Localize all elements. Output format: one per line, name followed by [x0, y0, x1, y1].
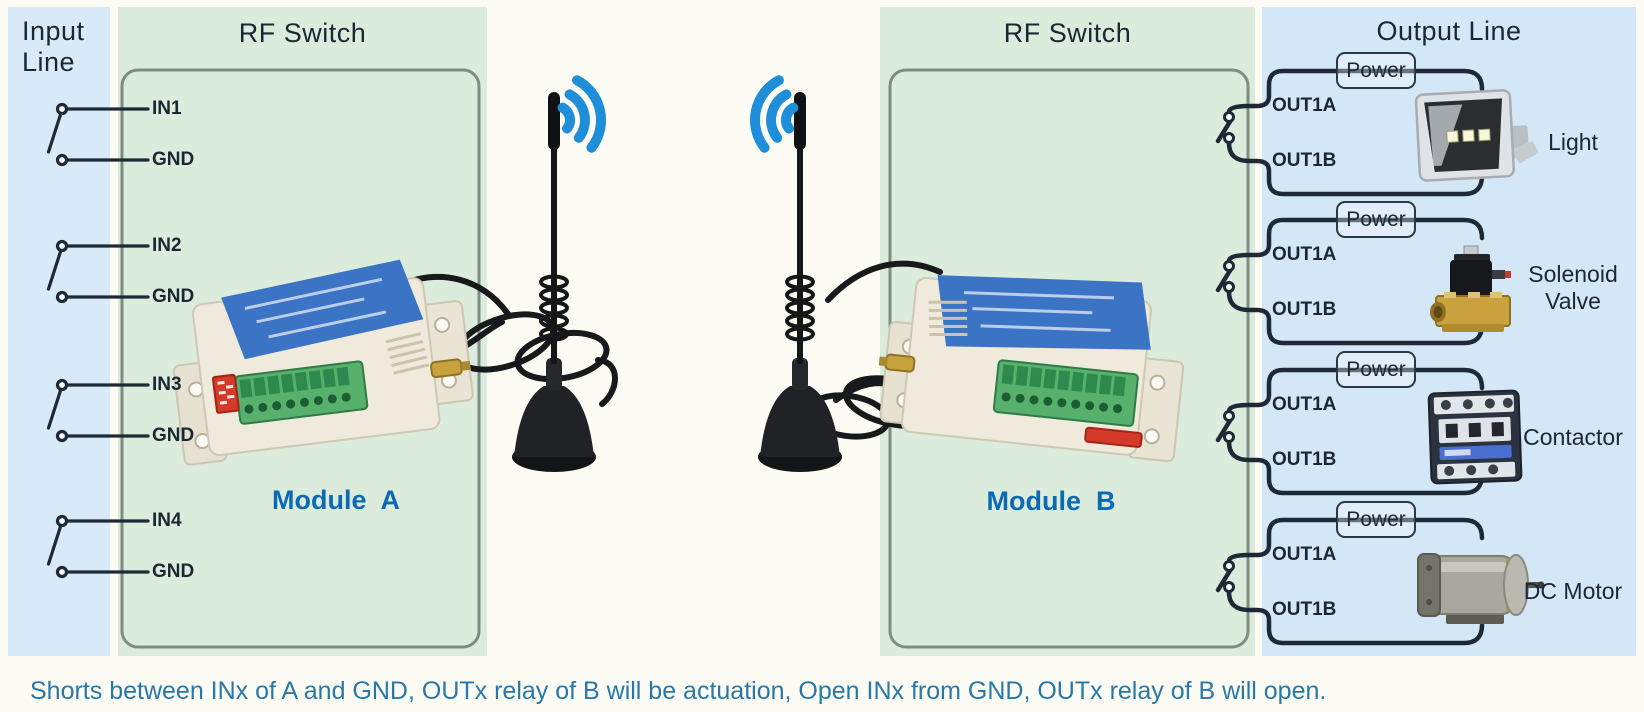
dc-motor-photo	[1417, 553, 1545, 624]
module-a-photo	[172, 259, 474, 466]
input-switch-symbols	[46, 102, 150, 579]
antenna-b-photo	[758, 92, 842, 472]
device-label-light: Light	[1548, 129, 1598, 155]
gnd1-label: GND	[152, 149, 195, 170]
out1b-label-3: OUT1B	[1272, 449, 1337, 470]
in4-label: IN4	[152, 510, 182, 531]
out1a-label-4: OUT1A	[1272, 544, 1337, 565]
output-loop-3	[1215, 367, 1485, 496]
module-b-photo	[878, 275, 1185, 463]
in2-label: IN2	[152, 235, 182, 256]
flood-light-photo	[1414, 89, 1539, 182]
input-line-title: Input Line	[22, 16, 85, 77]
output-line-title: Output Line	[1376, 16, 1522, 46]
power-box-3: Power	[1336, 351, 1416, 388]
out1b-label-2: OUT1B	[1272, 299, 1337, 320]
sma-connector-a	[430, 358, 463, 379]
in1-label: IN1	[152, 98, 182, 119]
device-label-solenoid-valve: Solenoid Valve	[1528, 261, 1618, 314]
sma-connector-b	[884, 353, 916, 373]
rf-switch-b-title: RF Switch	[1003, 18, 1132, 48]
radio-waves-icon-b	[750, 75, 799, 153]
power-box-2: Power	[1336, 201, 1416, 238]
module-b-label: Module B	[986, 486, 1116, 516]
solenoid-valve-photo	[1430, 245, 1511, 332]
device-label-contactor: Contactor	[1523, 424, 1623, 450]
gnd4-label: GND	[152, 561, 195, 582]
module-a-boundary-box	[120, 68, 481, 649]
output-loop-4	[1215, 517, 1485, 646]
input-switch-1	[46, 102, 150, 167]
out1b-label-4: OUT1B	[1272, 599, 1337, 620]
output-loops	[1215, 68, 1485, 646]
contactor-photo	[1427, 389, 1523, 485]
out1a-label-2: OUT1A	[1272, 244, 1337, 265]
out1a-label-3: OUT1A	[1272, 394, 1337, 415]
out1a-label-1: OUT1A	[1272, 95, 1337, 116]
input-switch-3	[46, 378, 150, 443]
out1b-label-1: OUT1B	[1272, 150, 1337, 171]
gnd3-label: GND	[152, 425, 195, 446]
output-loop-2	[1215, 217, 1485, 346]
rf-switch-a-title: RF Switch	[238, 18, 367, 48]
in3-label: IN3	[152, 374, 182, 395]
power-box-4: Power	[1336, 501, 1416, 538]
module-a-label: Module A	[272, 485, 400, 515]
input-switch-4	[46, 514, 150, 579]
power-box-1: Power	[1336, 52, 1416, 89]
instruction-note: Shorts between INx of A and GND, OUTx re…	[30, 677, 1327, 705]
gnd2-label: GND	[152, 286, 195, 307]
output-loop-1	[1215, 68, 1485, 197]
antenna-a-photo	[512, 92, 596, 472]
device-label-dc-motor: DC Motor	[1523, 578, 1623, 604]
input-switch-2	[46, 239, 150, 304]
radio-waves-icon-a	[557, 75, 606, 153]
